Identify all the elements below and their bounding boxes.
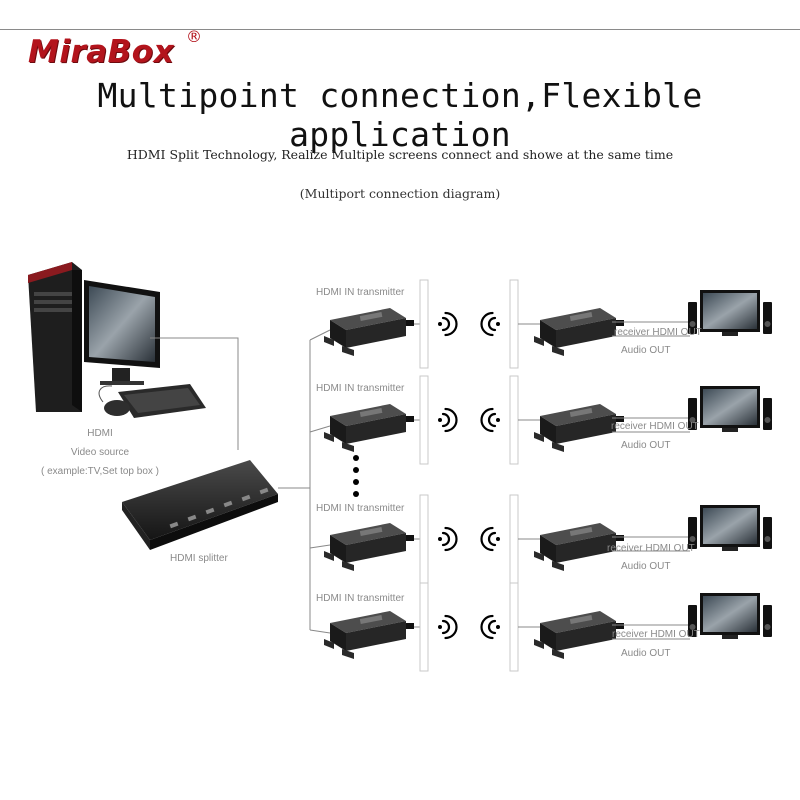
- receiver-icon-3: [534, 523, 624, 571]
- speaker-icon-right-2: [763, 398, 772, 430]
- transmitter-label-1: HDMI IN transmitter: [316, 287, 405, 298]
- transmitter-icon-3: [324, 523, 414, 571]
- computer-tower-icon: [28, 262, 82, 412]
- tv-display-icon-2: [700, 386, 760, 432]
- audio-label-4: Audio OUT: [621, 648, 671, 659]
- transmitter-icon-2: [324, 404, 414, 452]
- audio-label-2: Audio OUT: [621, 440, 671, 451]
- tx-wireless-signal-icon-1: [438, 311, 458, 337]
- source-label-hdmi: HDMI: [87, 428, 113, 439]
- rx-wireless-signal-icon-3: [480, 526, 500, 552]
- rx-antenna-panel-icon-1: [509, 279, 519, 369]
- speaker-icon-left-3: [688, 517, 697, 549]
- source-label-video: Video source: [70, 447, 130, 458]
- tx-wireless-signal-icon-2: [438, 407, 458, 433]
- tx-antenna-panel-icon-2: [419, 375, 429, 465]
- monitor-icon: [84, 280, 160, 385]
- speaker-icon-right-3: [763, 517, 772, 549]
- continuation-dots: [353, 455, 359, 497]
- receiver-label-3: receiver HDMI OUT: [607, 543, 695, 554]
- splitter-label: HDMI splitter: [170, 553, 228, 564]
- tx-wireless-signal-icon-4: [438, 614, 458, 640]
- top-divider: [0, 29, 800, 30]
- keyboard-icon: [118, 384, 206, 418]
- receiver-label-4: receiver HDMI OUT: [612, 629, 700, 640]
- speaker-icon-left-1: [688, 302, 697, 334]
- tx-wireless-signal-icon-3: [438, 526, 458, 552]
- rx-wireless-signal-icon-2: [480, 407, 500, 433]
- hdmi-splitter-icon: [122, 460, 278, 550]
- registered-mark: ®: [186, 27, 202, 46]
- transmitter-label-2: HDMI IN transmitter: [316, 383, 405, 394]
- rx-wireless-signal-icon-1: [480, 311, 500, 337]
- audio-label-1: Audio OUT: [621, 345, 671, 356]
- source-label-example: ( example:TV,Set top box ): [40, 466, 160, 477]
- diagram-caption: (Multiport connection diagram): [299, 186, 501, 201]
- page-subtitle: HDMI Split Technology, Realize Multiple …: [126, 147, 674, 162]
- tx-antenna-panel-icon-3: [419, 494, 429, 584]
- splitter-cables: [278, 329, 331, 634]
- mouse-icon: [98, 385, 130, 416]
- audio-label-3: Audio OUT: [621, 561, 671, 572]
- rx-antenna-panel-icon-2: [509, 375, 519, 465]
- tx-antenna-panel-icon-1: [419, 279, 429, 369]
- rx-antenna-panel-icon-4: [509, 582, 519, 672]
- rx-antenna-panel-icon-3: [509, 494, 519, 584]
- transmitter-icon-1: [324, 308, 414, 356]
- tv-display-icon-1: [700, 290, 760, 336]
- transmitter-label-3: HDMI IN transmitter: [316, 503, 405, 514]
- receiver-label-1: receiver HDMI OUT: [614, 327, 702, 338]
- rx-wireless-signal-icon-4: [480, 614, 500, 640]
- tv-display-icon-3: [700, 505, 760, 551]
- receiver-label-2: receiver HDMI OUT: [611, 421, 699, 432]
- transmitter-label-4: HDMI IN transmitter: [316, 593, 405, 604]
- receiver-icon-1: [534, 308, 624, 356]
- tv-display-icon-4: [700, 593, 760, 639]
- brand-logo: MiraBox: [28, 34, 175, 70]
- page-title: Multipoint connection,Flexible applicati…: [97, 76, 703, 154]
- transmitter-icon-4: [324, 611, 414, 659]
- receiver-icon-2: [534, 404, 624, 452]
- speaker-icon-right-4: [763, 605, 772, 637]
- speaker-icon-left-4: [688, 605, 697, 637]
- speaker-icon-right-1: [763, 302, 772, 334]
- tx-antenna-panel-icon-4: [419, 582, 429, 672]
- source-cable: [150, 337, 239, 450]
- receiver-icon-4: [534, 611, 624, 659]
- speaker-icon-left-2: [688, 398, 697, 430]
